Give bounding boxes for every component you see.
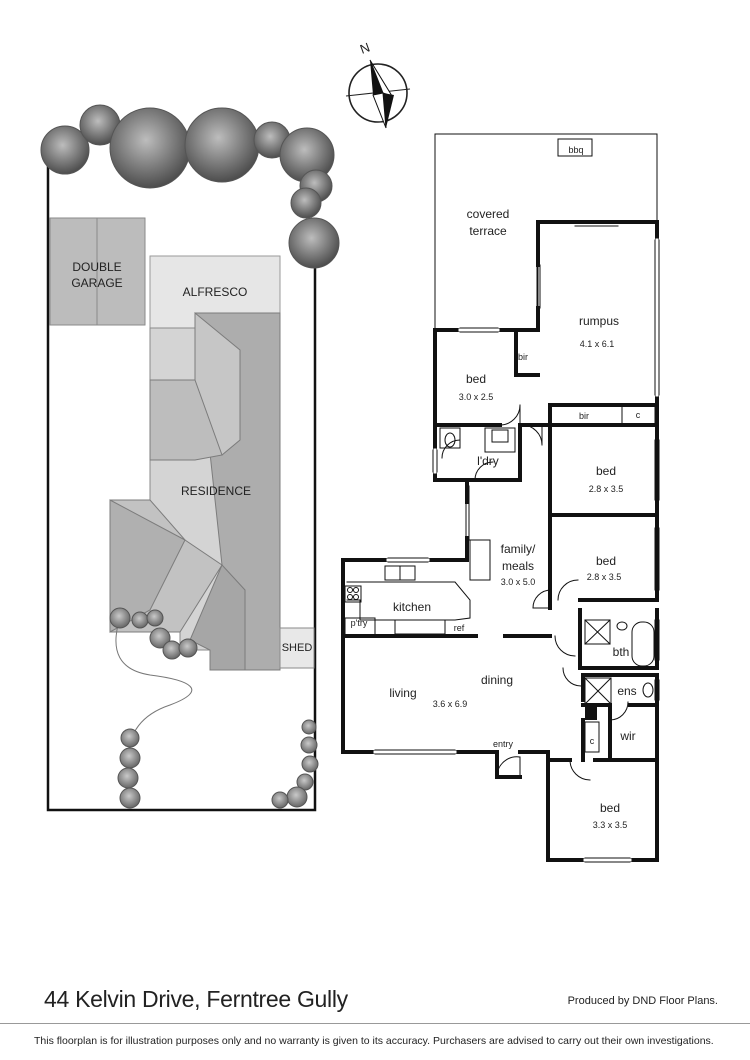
property-address: 44 Kelvin Drive, Ferntree Gully <box>44 986 348 1012</box>
site-plan: DOUBLE GARAGE ALFRESCO RESIDENCE SHED <box>40 104 340 812</box>
trees <box>40 104 340 269</box>
living-label: living <box>389 686 416 700</box>
room-labels: bbq covered terrace rumpus 4.1 x 6.1 bed… <box>351 145 641 830</box>
shed-label: SHED <box>282 642 313 654</box>
bathroom-label: bth <box>613 645 630 659</box>
shed <box>279 627 315 669</box>
covered-terrace-label-line1: covered <box>467 207 510 221</box>
rumpus-label: rumpus <box>579 314 619 328</box>
bed1-label: bed <box>466 372 486 386</box>
cupboard2-label: c <box>590 736 595 746</box>
family-label-line1: family/ <box>501 542 536 556</box>
disclaimer-text: This floorplan is for illustration purpo… <box>34 1035 714 1047</box>
covered-terrace-label-line2: terrace <box>469 224 507 238</box>
garden-path <box>115 624 193 761</box>
bed2-size: 2.8 x 3.5 <box>589 484 624 494</box>
ensuite-label: ens <box>617 684 636 698</box>
entry-label: entry <box>493 739 514 749</box>
bed3-size: 2.8 x 3.5 <box>587 572 622 582</box>
site-boundary <box>46 158 317 812</box>
bed4-size: 3.3 x 3.5 <box>593 820 628 830</box>
covered-terrace-outline <box>434 133 658 331</box>
cupboard1-label: c <box>636 410 641 420</box>
laundry-label: l'dry <box>477 454 499 468</box>
family-size: 3.0 x 5.0 <box>501 577 536 587</box>
bed3-label: bed <box>596 554 616 568</box>
residence-label: RESIDENCE <box>181 484 251 498</box>
compass: N <box>345 40 411 129</box>
bbq <box>557 138 593 157</box>
wir-label: wir <box>619 729 635 743</box>
bed1-size: 3.0 x 2.5 <box>459 392 494 402</box>
double-garage-label-line1: DOUBLE <box>72 260 121 274</box>
bbq-label: bbq <box>568 145 583 155</box>
bir1-label: bir <box>518 352 528 362</box>
double-garage-label-line2: GARAGE <box>71 276 122 290</box>
bir2-label: bir <box>579 411 589 421</box>
rumpus-size: 4.1 x 6.1 <box>580 339 615 349</box>
floor-plan <box>341 133 660 863</box>
footer-divider <box>0 1023 750 1024</box>
living-size: 3.6 x 6.9 <box>433 699 468 709</box>
alfresco-label: ALFRESCO <box>183 285 248 299</box>
compass-north-label: N <box>358 40 372 57</box>
family-label-line2: meals <box>502 559 534 573</box>
producer-credit: Produced by DND Floor Plans. <box>567 995 718 1007</box>
bed2-label: bed <box>596 464 616 478</box>
bed4-label: bed <box>600 801 620 815</box>
shrubs <box>109 607 319 809</box>
fridge-label: ref <box>454 623 465 633</box>
dining-label: dining <box>481 673 513 687</box>
kitchen-label: kitchen <box>393 600 431 614</box>
pantry-label: p'try <box>351 618 368 628</box>
